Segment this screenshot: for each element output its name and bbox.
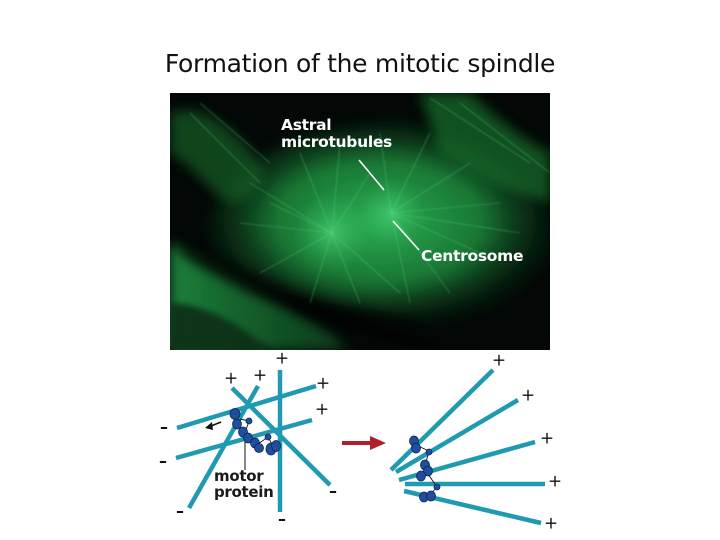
astral-label-line1: Astral [281, 116, 332, 134]
plus-end-label: + [539, 428, 555, 449]
astral-microtubules-label: Astral microtubules [281, 117, 392, 151]
plus-end-label: + [274, 348, 290, 369]
micrograph: Astral microtubules Centrosome [170, 93, 550, 350]
motor-protein-label: motor protein [214, 468, 274, 500]
micrograph-image [170, 93, 550, 350]
slide-title: Formation of the mitotic spindle [164, 49, 556, 78]
plus-end-label: + [223, 368, 239, 389]
motor-protein-before [229, 408, 281, 456]
centrosome-leader-line [392, 220, 420, 251]
transition-arrow-icon [342, 436, 386, 450]
minus-end-label: – [159, 451, 167, 471]
plus-end-label: + [491, 350, 507, 371]
movement-arrow-icon [205, 421, 222, 430]
minus-end-label: – [278, 509, 286, 529]
motor-label-line1: motor [214, 467, 264, 485]
minus-end-label: – [329, 481, 337, 501]
minus-end-label: – [160, 417, 168, 437]
plus-end-label: + [252, 365, 268, 386]
microtubules-before [175, 370, 332, 512]
astral-leader-line [358, 159, 385, 191]
plus-end-label: + [315, 373, 331, 394]
plus-end-label: + [543, 513, 559, 534]
plus-end-label: + [314, 399, 330, 420]
centrosome-label: Centrosome [421, 247, 524, 265]
astral-label-line2: microtubules [281, 133, 392, 151]
motor-label-line2: protein [214, 483, 274, 501]
minus-end-label: – [176, 501, 184, 521]
plus-end-label: + [547, 471, 563, 492]
motor-protein-after [409, 435, 441, 503]
plus-end-label: + [520, 385, 536, 406]
